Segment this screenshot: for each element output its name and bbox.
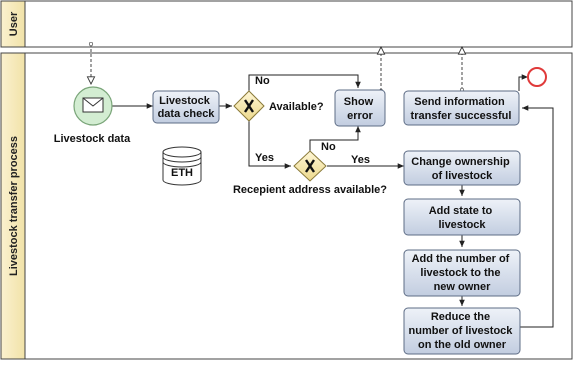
task-reduce-number: Reduce the number of livestock on the ol… xyxy=(403,307,521,355)
message-flows xyxy=(91,44,462,91)
task-show-error-line-1: Show xyxy=(344,96,374,108)
user-pool: User xyxy=(0,0,573,48)
gateway-available-label: Available? xyxy=(269,101,324,113)
task-add-number-line-2: livestock to the xyxy=(420,267,500,279)
edge-label-yes-left: Yes xyxy=(255,152,274,164)
task-reduce-number-line-2: number of livestock xyxy=(409,325,514,337)
gateway-recipient: Recepient address available? xyxy=(233,150,387,196)
flow-no-bottom xyxy=(309,126,361,152)
task-send-information-line-2: transfer successful xyxy=(411,110,512,122)
task-change-ownership-line-2: of livestock xyxy=(432,170,493,182)
envelope-icon xyxy=(82,97,104,113)
task-add-number-line-3: new owner xyxy=(434,281,492,293)
process-lane-label: Livestock transfer process xyxy=(8,136,20,276)
svg-text:Send information transfe: Send information transfer successful xyxy=(411,96,512,122)
gateway-available: Available? xyxy=(233,90,324,122)
gateway-recipient-label: Recepient address available? xyxy=(233,184,387,196)
task-change-ownership: Change ownership of livestock xyxy=(403,150,521,186)
svg-text:Change ownership of live: Change ownership of livestock xyxy=(411,156,512,182)
task-show-error-line-2: error xyxy=(347,110,373,122)
task-change-ownership-line-1: Change ownership xyxy=(411,156,510,168)
task-reduce-number-line-3: on the old owner xyxy=(418,339,507,351)
exclusive-x-icon xyxy=(244,99,254,113)
svg-text:Livestock data check: Livestock data check xyxy=(158,95,216,120)
edge-label-yes-right: Yes xyxy=(351,154,370,166)
task-send-information-line-1: Send information xyxy=(414,96,505,108)
flow-reduce-to-send xyxy=(520,105,554,328)
task-data-check-line-2: data check xyxy=(158,108,216,120)
flow-send-to-end xyxy=(518,74,528,91)
task-reduce-number-line-1: Reduce the xyxy=(431,311,490,323)
start-event: Livestock data xyxy=(54,86,131,145)
sequence-flows xyxy=(112,74,554,328)
task-add-number-line-1: Add the number of xyxy=(412,253,510,265)
task-add-state: Add state to livestock xyxy=(403,198,521,236)
svg-text:Add state to livestock: Add state to livestock xyxy=(429,205,496,231)
user-lane-label: User xyxy=(8,11,20,36)
eth-data-store: ETH xyxy=(162,146,202,186)
edge-label-no-top: No xyxy=(255,75,270,87)
task-add-number: Add the number of livestock to the new o… xyxy=(403,249,521,297)
flow-yes-bottom xyxy=(248,121,291,169)
task-data-check-line-1: Livestock xyxy=(159,95,211,107)
end-event xyxy=(527,67,547,87)
svg-text:Show error: Show error xyxy=(344,96,376,122)
task-send-information: Send information transfer successful xyxy=(403,90,520,126)
start-event-label: Livestock data xyxy=(54,133,131,145)
task-add-state-line-2: livestock xyxy=(438,219,486,231)
exclusive-x-icon xyxy=(305,159,315,173)
svg-text:Add the number of livest: Add the number of livestock to the new o… xyxy=(412,253,513,293)
task-show-error: Show error xyxy=(334,89,386,127)
task-data-check: Livestock data check xyxy=(152,90,220,124)
eth-label: ETH xyxy=(171,167,193,179)
svg-text:Reduce the number of liv: Reduce the number of livestock on the ol… xyxy=(409,311,516,351)
edge-label-no-bottom: No xyxy=(321,141,336,153)
task-add-state-line-1: Add state to xyxy=(429,205,493,217)
flow-no-top xyxy=(248,74,361,91)
